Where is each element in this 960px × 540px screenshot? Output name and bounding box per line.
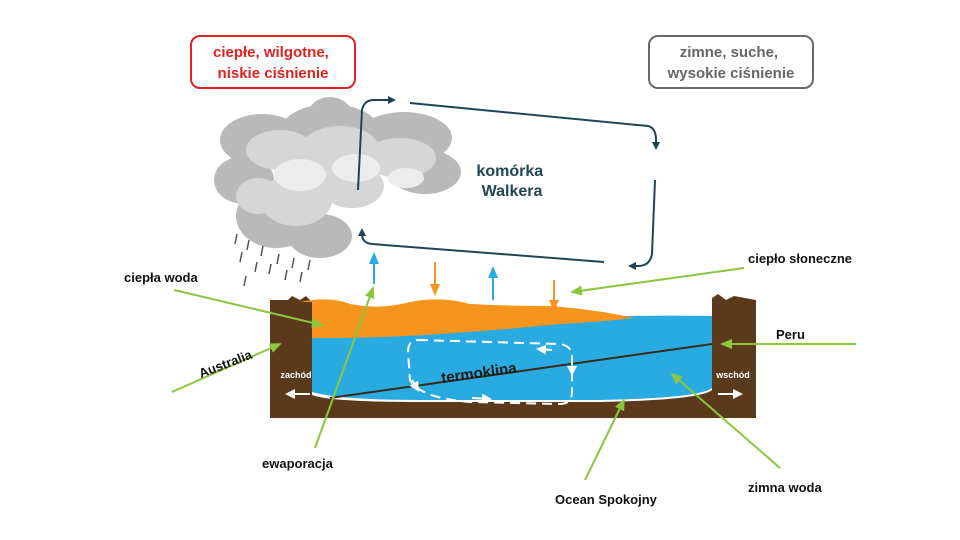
peru-label: Peru: [776, 327, 805, 342]
walker-cell: [357, 96, 660, 270]
warm-box-line1: ciepłe, wilgotne,: [213, 44, 329, 61]
rain: [234, 233, 311, 287]
svg-text:zimne, suche, wysokie ci: zimne, suche, wysokie ciśnienie: [667, 44, 795, 82]
walker-arrow-bottom-right: [628, 179, 656, 270]
circulation-loop: [406, 338, 573, 406]
evaporation-label: ewaporacja: [262, 456, 334, 471]
pointer-australia: [171, 343, 282, 393]
west-label: zachód: [280, 370, 311, 380]
warm-pressure-box: ciepłe, wilgotne, niskie ciśnienie: [190, 35, 356, 89]
pointer-cold-water: [670, 372, 781, 469]
pointer-evaporation: [314, 286, 375, 449]
thermocline-line: [329, 343, 713, 399]
walker-arrow-top-left: [357, 96, 396, 191]
pointer-pacific: [584, 398, 625, 481]
pacific-label: Ocean Spokojny: [555, 492, 658, 507]
walker-arrow-top-right: [409, 102, 660, 150]
cold-water: [312, 315, 712, 400]
loop-arrow-left: [409, 379, 420, 392]
ocean-basin: termoklina zachód wschód: [270, 294, 756, 418]
cloud: [214, 97, 461, 258]
loop-arrow-top: [536, 344, 553, 355]
warm-box-line2: niskie ciśnienie: [218, 65, 329, 82]
east-label: wschód: [715, 370, 750, 380]
pointer-warm-water: [173, 289, 324, 328]
pointer-solar-heat: [570, 267, 745, 296]
cold-box-line2: wysokie ciśnienie: [667, 65, 795, 82]
cold-water-label: zimna woda: [748, 480, 822, 495]
cold-pressure-box: zimne, suche, wysokie ciśnienie: [648, 35, 814, 89]
walker-arrow-bottom-left: [358, 228, 605, 263]
loop-arrow-bottom: [471, 393, 492, 404]
svg-text:ciepłe, wilgotne, niskie: ciepłe, wilgotne, niskie ciśnienie: [213, 44, 333, 82]
australia-label: Australia: [197, 347, 255, 381]
pointers: [171, 267, 856, 481]
warm-water-label: ciepła woda: [124, 270, 198, 285]
solar-heat-label: ciepło słoneczne: [748, 251, 852, 266]
walker-label: komórka Walkera: [476, 163, 547, 200]
heat-arrows: [369, 252, 559, 312]
cold-box-line1: zimne, suche,: [680, 44, 778, 61]
